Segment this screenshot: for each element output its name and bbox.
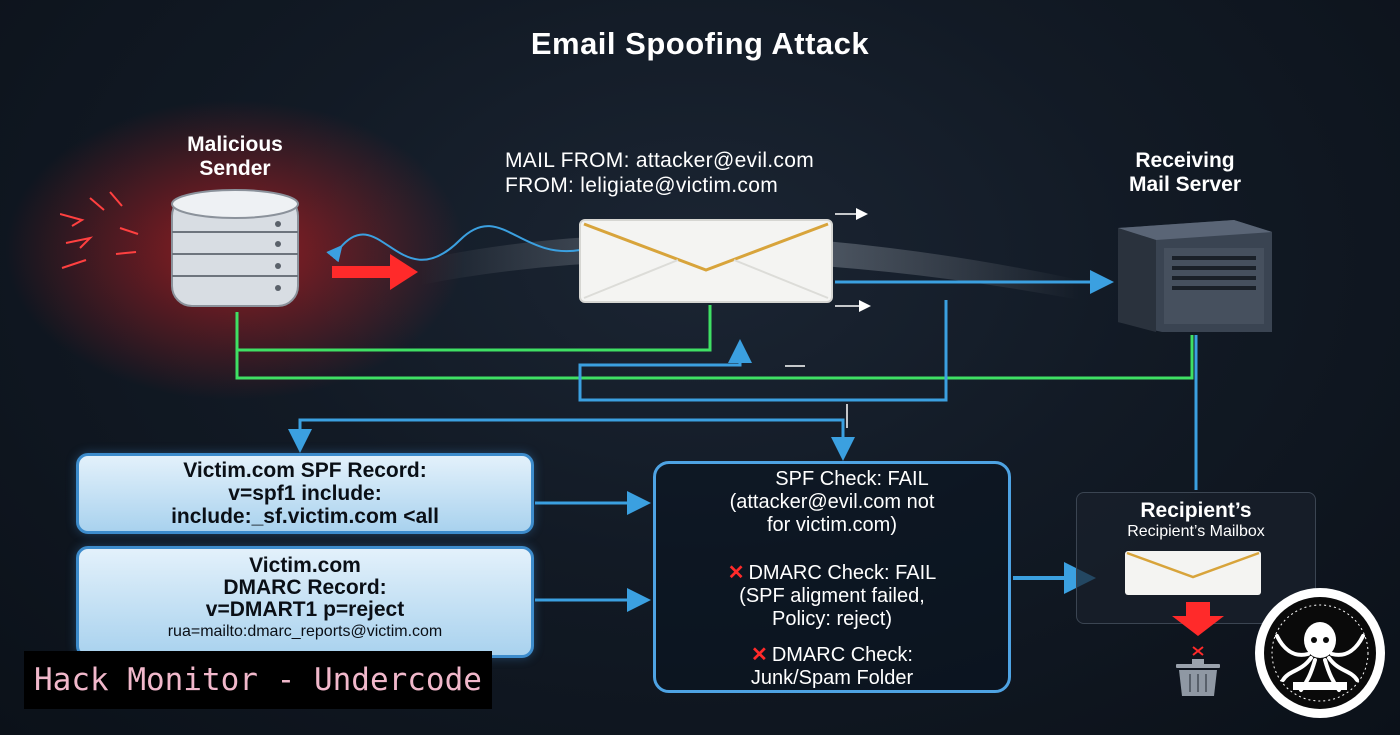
sender-label-line2: Sender [199,157,271,180]
mail-from-header: MAIL FROM: attacker@evil.com [505,149,814,172]
server-label-line2: Mail Server [1128,173,1242,196]
spf-check-line3: for victim.com) [767,514,897,536]
dmarc-record-line3: v=DMART1 p=reject [205,598,405,621]
dmarc-record-line4: rua=mailto:dmarc_reports@victim.com [167,623,443,640]
mailbox-envelope-icon [1125,551,1261,595]
server-stack-icon [60,189,418,307]
dmarc-check-1-line2: (SPF aligment failed, [739,585,925,607]
mailbox-title: Recipient’s [1140,499,1252,522]
diagram-title: Email Spoofing Attack [530,26,870,61]
server-label-line1: Receiving [1135,149,1235,172]
checks-panel: SPF Check: FAIL (attacker@evil.com not f… [653,461,1011,693]
spf-record-line2: v=spf1 include: [228,482,382,505]
blue-loop [578,300,948,402]
dmarc-record-line2: DMARC Record: [223,576,387,599]
envelope-icon [579,219,833,303]
spf-record-line3: include:_sf.victim.com <all [171,505,439,528]
fail-x-icon: ✕ [751,644,768,666]
dmarc-check-2: ✕DMARC Check: Junk/Spam Folder [656,644,1008,690]
spf-record-box: Victim.com SPF Record: v=spf1 include: i… [76,453,534,534]
server-label: Receiving Mail Server [1080,149,1290,197]
red-down-arrow-icon [1172,602,1224,636]
spf-record-line1: Victim.com SPF Record: [183,459,427,482]
recipient-mailbox: Recipient’s Recipient’s Mailbox [1076,492,1316,624]
spf-check-line2: (attacker@evil.com not [729,491,935,513]
dmarc-check-1: ✕DMARC Check: FAIL (SPF aligment failed,… [656,562,1008,631]
from-header: FROM: leligiate@victim.com [505,174,778,197]
green-path-outer [235,335,1194,380]
dmarc-record-line1: Victim.com [249,554,361,577]
octopus-logo-icon [1255,588,1385,718]
spf-check-title: SPF Check: FAIL [775,468,929,490]
dmarc-check-2-title: DMARC Check: [771,644,913,666]
dmarc-record-box: Victim.com DMARC Record: v=DMART1 p=reje… [76,546,534,658]
alert-sparks-icon [60,191,139,269]
fail-x-icon: ✕ [727,562,745,584]
brand-banner: Hack Monitor - Undercode [24,651,492,709]
red-arrow-icon [332,254,418,290]
dmarc-check-1-title: DMARC Check: FAIL [748,562,937,584]
trash-icon [1172,602,1224,696]
dmarc-check-2-line2: Junk/Spam Folder [750,667,914,689]
spf-check: SPF Check: FAIL (attacker@evil.com not f… [656,468,1008,537]
dmarc-check-1-line3: Policy: reject) [771,608,893,630]
mailbox-subtitle: Recipient’s Mailbox [1127,523,1265,540]
squiggle-line [326,225,581,263]
sender-label: Malicious Sender [130,133,340,181]
sender-label-line1: Malicious [187,133,283,156]
mail-server-icon [1118,220,1272,332]
green-path-inner [235,305,712,352]
blue-split [298,418,855,461]
